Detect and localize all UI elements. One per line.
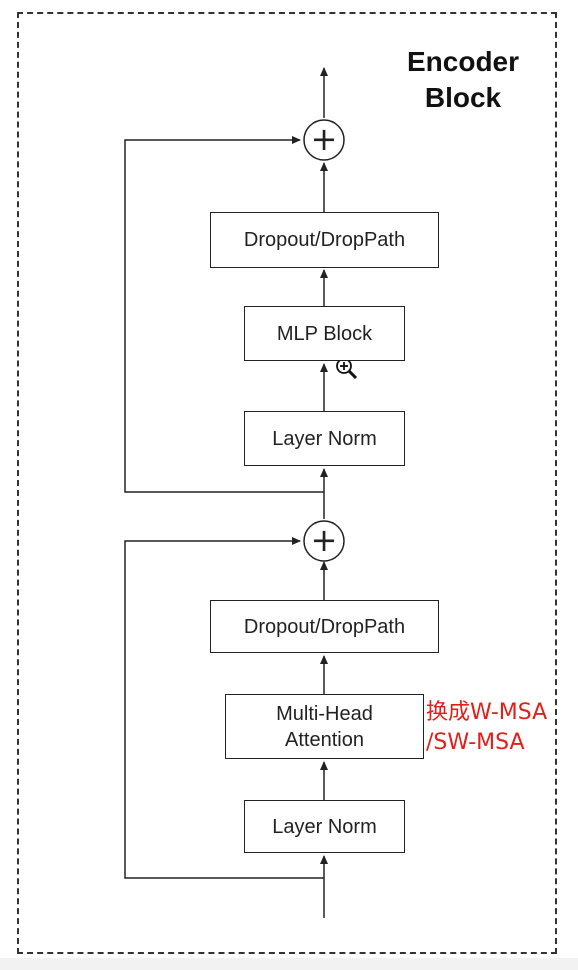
layer-norm-top: Layer Norm (244, 411, 405, 466)
encoder-block-frame (17, 12, 557, 954)
diagram-title: Encoder Block (406, 46, 520, 113)
residual-connection-top (124, 136, 324, 493)
add-circle-bottom (303, 520, 345, 562)
layer-norm-bottom: Layer Norm (244, 800, 405, 853)
add-symbol-bottom: + (311, 521, 338, 559)
annotation-line-2: /SW-MSA (426, 730, 525, 755)
add-symbol-top: + (311, 120, 338, 158)
residual-connection-bottom (124, 537, 324, 879)
bottom-strip (0, 958, 578, 970)
annotation-line-1: 换成W-MSA (426, 700, 548, 725)
annotation-note: 换成W-MSA /SW-MSA (426, 698, 547, 758)
zoom-cursor-icon (336, 358, 358, 380)
dropout-droppath-top: Dropout/DropPath (210, 212, 439, 268)
multi-head-attention: Multi-Head Attention (225, 694, 424, 759)
add-circle-top (303, 119, 345, 161)
mlp-block: MLP Block (244, 306, 405, 361)
dropout-droppath-bottom: Dropout/DropPath (210, 600, 439, 653)
